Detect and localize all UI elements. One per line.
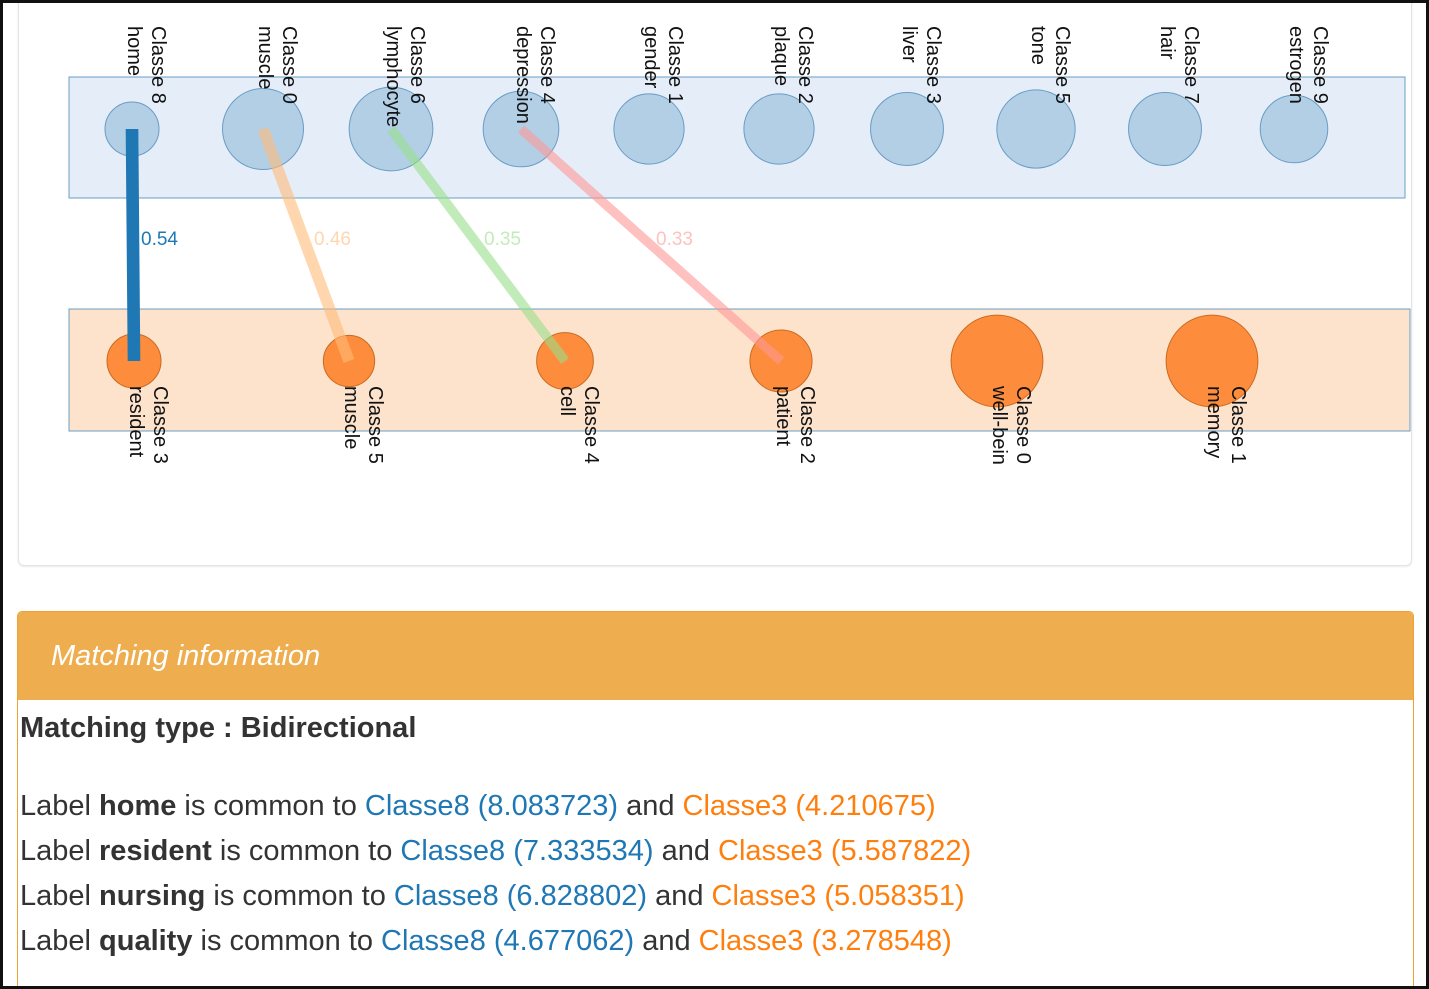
class-a-score: Classe8 (6.828802)	[393, 880, 648, 912]
node-class-title: Classe 7	[1180, 26, 1202, 104]
line-middle: is common to	[205, 880, 394, 912]
line-prefix: Label	[20, 880, 100, 912]
node-class-title: Classe 8	[147, 26, 169, 104]
node-class-title: Classe 3	[922, 26, 944, 104]
node-class-label: lymphocyte	[382, 26, 404, 127]
node-class-label: plaque	[770, 26, 792, 86]
top-cluster-node	[996, 89, 1076, 169]
common-label: quality	[99, 925, 193, 957]
line-middle: is common to	[211, 835, 401, 867]
node-class-title: Classe 5	[364, 386, 386, 464]
top-cluster-node	[870, 92, 944, 166]
line-prefix: Label	[20, 835, 100, 867]
class-b-score: Classe3 (3.278548)	[698, 925, 952, 957]
line-prefix: Label	[20, 925, 100, 957]
node-class-label: hair	[1156, 26, 1178, 60]
node-class-label: estrogen	[1285, 26, 1307, 104]
common-labels-list: Label home is common to Classe8 (8.08372…	[18, 784, 1413, 964]
node-class-label: muscle	[254, 26, 276, 89]
line-joiner: and	[653, 835, 719, 867]
line-joiner: and	[618, 790, 683, 822]
line-joiner: and	[647, 880, 712, 912]
match-link-value: 0.35	[484, 229, 521, 250]
top-cluster-node	[1128, 92, 1202, 166]
bottom-cluster-node	[950, 314, 1044, 408]
node-class-title: Classe 0	[278, 26, 300, 104]
common-label-line: Label quality is common to Classe8 (4.67…	[20, 919, 1413, 964]
node-class-title: Classe 4	[580, 386, 602, 464]
node-class-title: Classe 4	[536, 26, 558, 104]
node-class-label: home	[123, 26, 145, 76]
node-class-title: Classe 1	[1227, 386, 1249, 464]
match-link	[387, 126, 569, 364]
match-link	[257, 127, 355, 363]
node-class-title: Classe 6	[406, 26, 428, 104]
match-link	[125, 128, 141, 362]
node-class-label: depression	[512, 26, 534, 124]
node-class-title: Classe 2	[794, 26, 816, 104]
node-class-title: Classe 2	[796, 386, 818, 464]
line-middle: is common to	[176, 790, 365, 822]
class-b-score: Classe3 (5.587822)	[718, 835, 972, 867]
class-a-score: Classe8 (8.083723)	[364, 790, 619, 822]
class-a-score: Classe8 (4.677062)	[381, 925, 635, 957]
matching-info-panel: Matching information Matching type : Bid…	[17, 611, 1414, 989]
top-cluster-node	[613, 93, 685, 165]
node-class-label: muscle	[340, 386, 362, 449]
match-link-value: 0.46	[314, 229, 351, 250]
bottom-cluster-node	[1165, 314, 1259, 408]
class-b-score: Classe3 (4.210675)	[682, 790, 936, 822]
node-class-label: well-bein	[988, 385, 1010, 465]
line-joiner: and	[634, 925, 699, 957]
node-class-title: Classe 5	[1051, 26, 1073, 104]
match-link	[517, 125, 785, 365]
matching-info-heading: Matching information	[18, 612, 1413, 700]
node-class-title: Classe 3	[149, 386, 171, 464]
common-label-line: Label home is common to Classe8 (8.08372…	[20, 784, 1413, 829]
match-link-value: 0.33	[656, 229, 693, 250]
node-class-label: memory	[1203, 386, 1225, 458]
common-label: resident	[99, 835, 212, 867]
matching-type: Matching type : Bidirectional	[20, 712, 417, 744]
common-label: home	[99, 790, 177, 822]
top-cluster-node	[1259, 94, 1329, 164]
node-class-label: cell	[556, 386, 578, 416]
node-class-title: Classe 1	[664, 26, 686, 104]
node-class-label: resident	[125, 386, 147, 458]
node-class-title: Classe 0	[1012, 386, 1034, 464]
top-cluster-node	[743, 93, 815, 165]
line-prefix: Label	[20, 790, 100, 822]
node-class-label: liver	[898, 26, 920, 63]
common-label-line: Label resident is common to Classe8 (7.3…	[20, 829, 1413, 874]
class-a-score: Classe8 (7.333534)	[400, 835, 654, 867]
match-link-value: 0.54	[141, 229, 178, 250]
line-middle: is common to	[192, 925, 382, 957]
class-b-score: Classe3 (5.058351)	[711, 880, 965, 912]
node-class-label: gender	[640, 26, 662, 89]
node-class-title: Classe 9	[1309, 26, 1331, 104]
node-class-label: tone	[1027, 26, 1049, 65]
common-label-line: Label nursing is common to Classe8 (6.82…	[20, 874, 1413, 919]
node-class-label: patient	[772, 386, 794, 446]
common-label: nursing	[99, 880, 206, 912]
matching-info-body: Matching type : Bidirectional Label home…	[18, 708, 1413, 964]
